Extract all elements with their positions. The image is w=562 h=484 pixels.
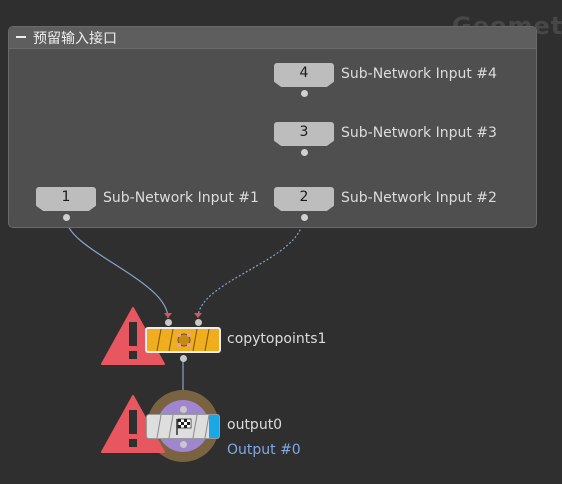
- network-box-header[interactable]: 预留输入接口: [9, 27, 536, 49]
- network-box[interactable]: 预留输入接口: [8, 26, 537, 228]
- display-flag[interactable]: [209, 415, 219, 438]
- wire-input2-to-copy[interactable]: [197, 217, 304, 319]
- input-connector-2[interactable]: [195, 319, 202, 326]
- subnet-input-node-2[interactable]: 2: [274, 187, 334, 221]
- node-index: 4: [299, 65, 309, 81]
- output-connector[interactable]: [301, 214, 308, 221]
- copytopoints-node[interactable]: [145, 327, 221, 353]
- node-index: 1: [61, 189, 71, 205]
- subnet-input-node-4[interactable]: 4: [274, 63, 334, 97]
- output-node[interactable]: [146, 414, 220, 439]
- wire-input1-to-copy[interactable]: [65, 217, 169, 319]
- node-stripes: [156, 329, 210, 351]
- node-label-input-2: Sub-Network Input #2: [341, 190, 497, 206]
- network-box-title: 预留输入接口: [33, 31, 117, 47]
- output-connector[interactable]: [180, 355, 187, 362]
- checkered-flag-icon: [176, 418, 192, 435]
- input-connector[interactable]: [180, 406, 187, 413]
- output-connector[interactable]: [301, 90, 308, 97]
- input-arrow-icon: [164, 313, 172, 318]
- input-arrow-icon: [194, 313, 202, 318]
- node-label-output: output0: [227, 417, 283, 433]
- node-label-input-1: Sub-Network Input #1: [103, 190, 259, 206]
- subnet-input-node-1[interactable]: 1: [36, 187, 96, 221]
- node-sublabel-output: Output #0: [227, 442, 301, 458]
- node-index: 3: [299, 124, 309, 140]
- collapse-minus-icon[interactable]: [15, 31, 27, 43]
- input-connector-1[interactable]: [165, 319, 172, 326]
- output-connector[interactable]: [63, 214, 70, 221]
- output-connector[interactable]: [301, 149, 308, 156]
- node-label-input-3: Sub-Network Input #3: [341, 125, 497, 141]
- copy-to-points-icon: [177, 333, 191, 347]
- node-index: 2: [299, 189, 309, 205]
- node-label-input-4: Sub-Network Input #4: [341, 66, 497, 82]
- node-label-copytopoints: copytopoints1: [227, 331, 327, 347]
- subnet-input-node-3[interactable]: 3: [274, 122, 334, 156]
- node-stripes: [156, 415, 210, 438]
- output-connector[interactable]: [180, 441, 187, 448]
